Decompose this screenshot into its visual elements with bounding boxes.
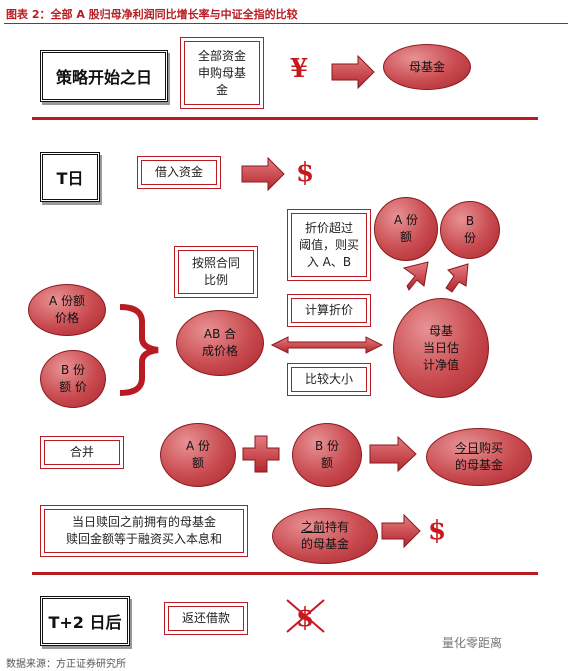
plus-icon (242, 435, 280, 473)
arrow-right (381, 513, 421, 549)
b-share-oval: B 份 (440, 201, 500, 259)
arrow-up-right (445, 263, 469, 293)
mother-fund-oval: 母基金 (383, 44, 471, 90)
mother-fund-label-2: 的母基金 (300, 537, 349, 551)
source-note: 数据来源：方正证券研究所 (6, 659, 126, 670)
arrow-up-left (402, 261, 429, 291)
invest-all-box: 全部资金 申购母基 金 (184, 41, 260, 105)
b-share-oval-merge: B 份 额 (292, 423, 362, 487)
arrow-right (241, 156, 285, 192)
section-divider (32, 117, 538, 120)
buy-label: 购买 (479, 441, 504, 455)
arrow-right (331, 54, 375, 90)
stage-t2: T+2 日后 (40, 596, 130, 646)
arrow-right (369, 435, 417, 473)
compare-box: 比较大小 (291, 367, 367, 392)
a-share-oval: A 份 额 (374, 197, 438, 261)
yuan-icon: ¥ (290, 54, 309, 84)
stage-start: 策略开始之日 (40, 50, 168, 102)
borrow-box: 借入资金 (141, 160, 217, 185)
redeem-box: 当日赎回之前拥有的母基金 赎回金额等于融资买入本息和 (44, 509, 244, 553)
a-share-oval-merge: A 份 额 (160, 423, 236, 487)
b-price-oval: B 份 额 价 (40, 350, 106, 408)
a-price-oval: A 份额 价格 (28, 284, 106, 336)
today-label: 今日 (454, 441, 479, 455)
merge-box: 合并 (44, 440, 120, 465)
today-mother-fund-oval: 今日购买 的母基金 (426, 428, 532, 486)
watermark: 量化零距离 (442, 636, 503, 650)
double-arrow (270, 336, 384, 354)
held-label: 持有 (325, 520, 350, 534)
mother-nav-estimate-oval: 母基 当日估 计净值 (393, 298, 489, 398)
previous-mother-fund-oval: 之前持有 的母基金 (272, 508, 378, 564)
figure-caption: 图表 2：全部 A 股归母净利润同比增长率与中证全指的比较 (6, 8, 298, 21)
calc-discount-box: 计算折价 (291, 298, 367, 323)
ab-composite-price-oval: AB 合 成价格 (176, 310, 264, 376)
discount-threshold-box: 折价超过 阈值，则买 入 A、B (291, 213, 367, 277)
cross-out (286, 599, 325, 633)
dollar-icon: $ (296, 158, 315, 188)
stage-t: T日 (40, 152, 100, 202)
previous-label: 之前 (300, 520, 325, 534)
mother-fund-label: 的母基金 (454, 458, 503, 472)
dollar-icon-crossed: $ (296, 603, 315, 633)
caption-rule (4, 23, 568, 24)
brace (119, 304, 159, 396)
section-divider (32, 572, 538, 575)
contract-ratio-box: 按照合同 比例 (178, 250, 254, 294)
repay-box: 返还借款 (168, 606, 244, 631)
dollar-icon-redeem: $ (428, 516, 447, 546)
